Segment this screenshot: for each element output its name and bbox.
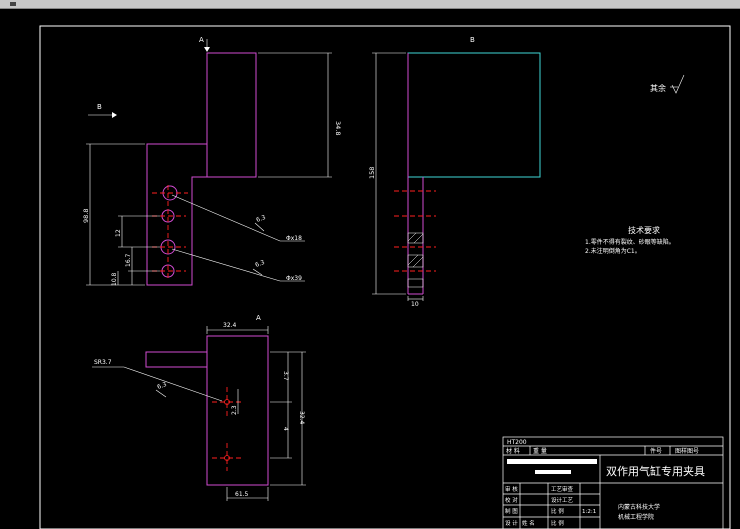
tb-drawing-no: 图样图号 — [675, 447, 699, 455]
tb-part-no: 件号 — [650, 447, 662, 455]
side-view: B 158 10 — [368, 36, 541, 308]
hole-callout-2: Φx39 — [286, 275, 302, 282]
section-label-a-bottom: A — [256, 314, 261, 322]
section-label-b-arrow: B — [97, 103, 102, 111]
tb-school-1: 内蒙古科技大学 — [618, 503, 660, 511]
tb-left-label-4: 设 计 — [505, 519, 518, 527]
tb-material-value: HT200 — [507, 439, 527, 446]
tb-mid-label-3: 比 例 — [551, 507, 564, 515]
tb-drawing-title: 双作用气缸专用夹具 — [606, 464, 705, 478]
dim-bottom-width: 61.5 — [235, 491, 249, 498]
dim-pitch-12: 12 — [115, 229, 122, 237]
tb-scale: 1:2:1 — [582, 509, 596, 515]
hole-callout-1: Φx18 — [286, 235, 302, 242]
roughness-note-text: 其余 — [650, 83, 666, 93]
tb-left-label-3: 制 图 — [505, 507, 518, 515]
tech-line-2: 2.未注明倒角为C1。 — [585, 247, 641, 255]
dim-side-height: 158 — [368, 167, 376, 179]
bottom-view-outline — [145, 335, 269, 486]
tb-material-label: 材 料 — [506, 447, 520, 455]
technical-requirements: 技术要求 1.零件不得有裂纹、砂眼等缺陷。 2.未注明倒角为C1。 — [585, 225, 675, 255]
cad-drawing-canvas[interactable]: A B 34.8 98.8 12 16.7 10.8 Φx18 6.3 Φx39 — [0, 9, 740, 529]
section-label-b-top: B — [470, 36, 475, 44]
tb-left-label-2: 校 对 — [505, 496, 518, 504]
tb-left-label-1: 审 核 — [505, 485, 518, 493]
dim-front-left: 98.8 — [82, 209, 90, 223]
bottom-view: A 32.4 3.7 4 32.4 2.3 61.5 SR3.7 6.3 — [92, 314, 306, 501]
tb-designer: 姓 名 — [522, 519, 535, 527]
tech-title: 技术要求 — [628, 225, 660, 235]
side-view-body — [407, 52, 541, 178]
dim-bottom-10: 10.8 — [111, 272, 118, 286]
tb-mid-label-1: 工艺审查 — [551, 485, 574, 493]
title-block: HT200 材 料 重 量 件号 图样图号 双作用气缸专用夹具 审 核 校 对 … — [502, 436, 724, 529]
dim-bottom-right-1: 3.7 — [282, 371, 289, 381]
front-view-outline — [146, 52, 257, 286]
dim-bottom-top: 32.4 — [223, 322, 237, 329]
hole-roughness-2: 6.3 — [254, 259, 266, 269]
tb-mid-label-2: 设计工艺 — [551, 496, 574, 504]
drawing-border — [39, 25, 731, 529]
dim-bottom-right-3: 32.4 — [298, 411, 305, 425]
roughness-bottom: 6.3 — [156, 381, 168, 391]
tb-mid-label-4: 比 例 — [551, 519, 564, 527]
tb-weight-label: 重 量 — [533, 447, 547, 455]
app-icon — [10, 2, 16, 6]
dim-side-width: 10 — [411, 301, 419, 308]
front-view: A B 34.8 98.8 12 16.7 10.8 Φx18 6.3 Φx39 — [82, 36, 342, 286]
dim-bottom-right-2: 4 — [282, 427, 289, 431]
roughness-note: 其余 — [650, 74, 685, 94]
dim-front-height: 34.8 — [334, 121, 342, 135]
tech-line-1: 1.零件不得有裂纹、砂眼等缺陷。 — [585, 238, 675, 246]
dim-bottom-inner: 2.3 — [231, 405, 238, 415]
tb-school-2: 机械工程学院 — [618, 513, 654, 521]
dim-pitch-16: 16.7 — [125, 253, 132, 267]
window-title-bar — [0, 0, 740, 9]
radius-note: SR3.7 — [94, 359, 112, 366]
section-label-a-top: A — [199, 36, 204, 44]
hole-roughness-1: 6.3 — [255, 214, 267, 224]
